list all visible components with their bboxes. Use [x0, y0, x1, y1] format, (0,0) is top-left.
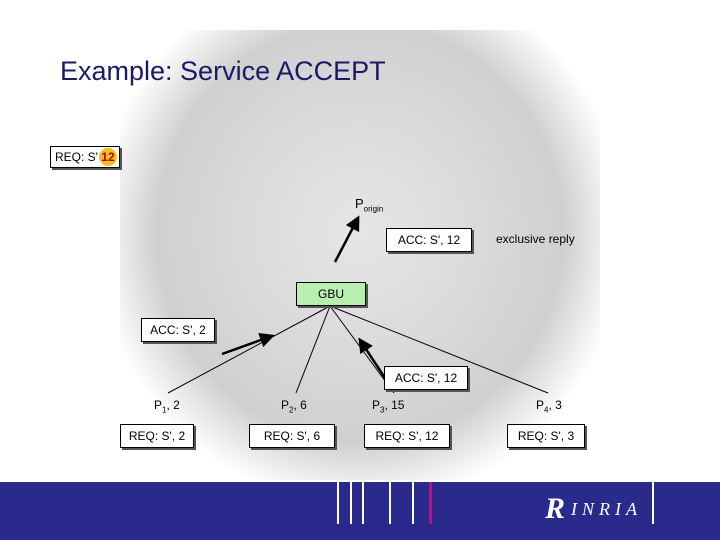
- acc-origin-box: ACC: S', 12: [386, 228, 472, 252]
- top-request-box: REQ: S'12: [50, 146, 120, 168]
- peer-2-sub: 2: [289, 405, 294, 415]
- footer-rule-4: [389, 482, 391, 524]
- peer-4-base: P: [536, 398, 545, 412]
- footer-rule-5: [412, 482, 414, 524]
- peer-4-suffix: , 3: [548, 398, 562, 412]
- peer-1-suffix: , 2: [166, 398, 180, 412]
- reply-note: exclusive reply: [496, 232, 575, 246]
- arrow-to-gbu-middle: [358, 337, 387, 379]
- top-request-prefix: REQ: S': [55, 150, 98, 164]
- line-gbu-p1: [167, 305, 331, 394]
- peer-1-base: P: [154, 398, 163, 412]
- footer-bar: [0, 482, 720, 540]
- origin-base: P: [355, 196, 364, 211]
- inria-logo-text: INRIA: [571, 498, 642, 519]
- peer-2-suffix: , 6: [293, 398, 307, 412]
- acc-left-box: ACC: S', 2: [141, 318, 215, 342]
- footer-rule-right: [652, 482, 654, 524]
- peer-2-request-box: REQ: S', 6: [249, 424, 335, 448]
- footer-rule-3: [362, 482, 364, 524]
- arrow-to-origin: [333, 215, 360, 263]
- origin-sub: origin: [363, 204, 384, 214]
- peer-3-suffix: , 15: [384, 398, 405, 412]
- peer-label-4: P4, 3: [536, 398, 562, 414]
- acc-middle-box: ACC: S', 12: [384, 366, 468, 390]
- peer-4-request-box: REQ: S', 3: [507, 424, 585, 448]
- footer-rule-1: [337, 482, 339, 524]
- footer-accent-rule: [429, 482, 432, 524]
- background-portrait: [120, 30, 600, 480]
- line-gbu-p4: [329, 305, 549, 394]
- peer-1-request-box: REQ: S', 2: [120, 424, 194, 448]
- origin-peer-label: Porigin: [355, 196, 383, 214]
- inria-logo-mark: R: [545, 492, 566, 525]
- peer-label-2: P2, 6: [281, 398, 307, 414]
- inria-logo: R INRIA: [545, 492, 642, 526]
- peer-3-request-box: REQ: S', 12: [364, 424, 450, 448]
- slide-title: Example: Service ACCEPT: [60, 56, 386, 86]
- arrow-to-gbu-left: [221, 333, 275, 356]
- line-gbu-p2: [295, 305, 331, 394]
- peer-3-base: P: [372, 398, 381, 412]
- request-value-badge: 12: [98, 148, 117, 166]
- peer-3-sub: 3: [380, 405, 385, 415]
- footer-rule-2: [350, 482, 352, 524]
- gbu-node: GBU: [296, 282, 366, 306]
- peer-label-1: P1, 2: [154, 398, 180, 414]
- peer-4-sub: 4: [544, 405, 549, 415]
- peer-2-base: P: [281, 398, 290, 412]
- peer-1-sub: 1: [162, 405, 167, 415]
- peer-label-3: P3, 15: [372, 398, 404, 414]
